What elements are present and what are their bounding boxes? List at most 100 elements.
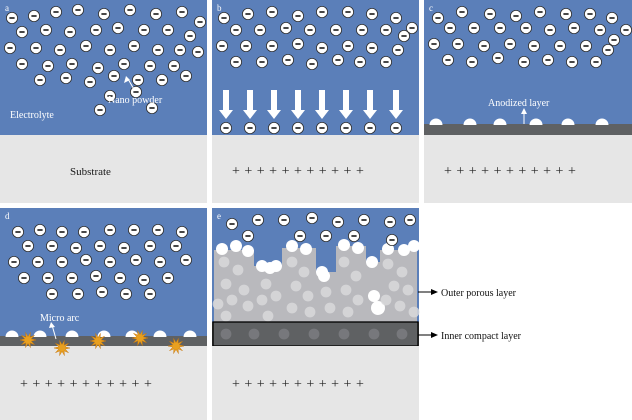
nano-particle [253,23,266,36]
nano-particle [149,7,162,20]
panel-a-substrate [0,135,207,203]
nano-particle [80,40,93,53]
pore [394,300,406,312]
nano-particle [544,23,557,36]
migration-arrow [219,90,233,119]
nano-particle [129,253,142,266]
panel-d-oxide-nuclei [5,330,197,337]
pore-cap [366,256,378,268]
pore [320,286,332,298]
migration-arrow [291,90,305,119]
micro-arc-spark [131,330,149,346]
nano-particle [265,40,278,53]
nano-particle [104,255,117,268]
nano-particle [347,229,360,242]
nano-particle [465,56,478,69]
nano-particle [175,6,188,18]
nano-particle [104,90,117,103]
panel-d-particles [7,223,192,300]
nano-particle [145,102,158,115]
nano-particle [21,239,34,252]
nano-particle [173,44,186,57]
nano-particle [560,7,573,20]
nano-particle [191,46,204,59]
oxide-nucleus [529,118,543,125]
panel-e-substrate [212,346,419,420]
nano-particle [114,271,127,284]
nano-particle [175,225,188,238]
nano-particle [56,225,69,238]
pore [248,328,260,340]
nano-particle [90,23,103,36]
pore [226,294,238,306]
nano-particle [528,40,541,53]
pore [290,280,302,292]
nano-particle [167,60,180,73]
oxide-nucleus [595,118,609,125]
pore [338,328,350,340]
nano-particle [315,6,328,18]
nano-particle [104,223,117,236]
nano-particle [56,255,69,268]
panel-d-substrate [0,346,207,420]
nano-particle [108,70,121,83]
micro-arc-spark [89,333,107,349]
nano-particle [118,58,131,71]
pore [256,294,268,306]
pore-cap [216,243,228,255]
nano-particle [40,23,53,36]
nano-particle [542,54,555,67]
nano-particle [493,21,506,34]
nano-particle [568,21,581,34]
panel-c-letter: c [429,3,433,13]
nano-particle [379,23,392,36]
migration-arrow [363,90,377,119]
porous-layer-white-caps [216,239,420,278]
nano-particle [267,122,280,135]
nano-particle [594,23,607,36]
pore [270,290,282,302]
nano-particle [229,23,242,36]
nano-particle [405,21,418,34]
pore [220,278,232,290]
migration-arrow [315,90,329,119]
nano-particle [151,223,164,236]
nano-particle [137,23,150,36]
nano-particle [389,122,402,135]
pore [350,270,362,282]
panel-c-oxide-nuclei [429,118,609,125]
panel-e-letter: e [217,211,221,221]
pore-cap [338,239,350,251]
nano-particle [391,44,404,57]
nano-particle [606,11,619,24]
pore-cap [408,240,420,252]
panel-a-letter: a [5,3,9,13]
oxide-nucleus [183,330,197,337]
nano-particle [580,40,593,53]
nano-particle [34,74,47,87]
anodized-layer [424,124,632,135]
oxide-nucleus [5,330,19,337]
nano-powder-arrowhead [124,76,130,83]
nano-particle [32,255,45,268]
nano-particle [305,58,318,71]
nano-particle [80,253,93,266]
nano-particle [155,74,168,87]
nano-particle [431,11,444,24]
nano-particle [84,76,97,89]
nano-particle [491,52,504,65]
nano-particle [94,104,107,117]
oxide-nucleus [429,118,443,125]
nano-particle [161,23,174,36]
inner-compact-label: Inner compact layer [441,331,522,342]
nano-particle [96,285,109,298]
electrolyte-label: Electrolyte [10,110,54,121]
oxide-nucleus [561,118,575,125]
panel-a-particles [4,4,206,117]
micro-arc-spark [53,340,71,356]
nano-particle [151,44,164,57]
nano-particle [118,241,131,254]
nano-particle [520,21,533,34]
pore [396,266,408,278]
nano-particle [566,56,579,69]
